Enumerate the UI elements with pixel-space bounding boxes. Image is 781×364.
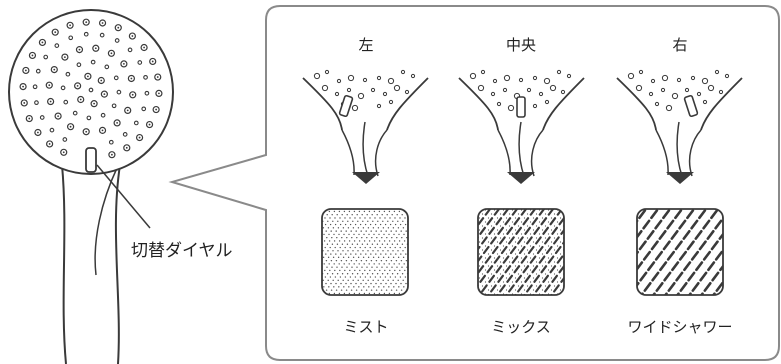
hose-line [94, 167, 118, 276]
switch-dial [85, 147, 97, 173]
nozzle-dots [19, 18, 163, 159]
dial-leader-line [96, 164, 151, 229]
position-label-right: 右 [672, 36, 687, 54]
callout-frame [168, 5, 780, 361]
dial-label: 切替ダイヤル [131, 241, 233, 261]
spray-pattern-mist [321, 208, 409, 296]
down-arrow-left [352, 172, 380, 184]
down-arrow-right [666, 172, 694, 184]
mode-label-mix: ミックス [491, 318, 551, 336]
spray-pattern-wide [636, 208, 724, 296]
spray-pattern-mix [477, 208, 565, 296]
mini-shower-right [616, 69, 743, 177]
mini-shower-center [458, 69, 585, 177]
mini-shower-left [302, 69, 429, 177]
shower-handle [61, 164, 121, 364]
mode-label-mist: ミスト [343, 318, 388, 336]
down-arrow-center [507, 172, 535, 184]
shower-head-illustration [8, 9, 174, 364]
position-label-left: 左 [358, 36, 373, 54]
mode-label-wide: ワイドシャワー [627, 318, 732, 336]
position-label-center: 中央 [506, 36, 536, 54]
